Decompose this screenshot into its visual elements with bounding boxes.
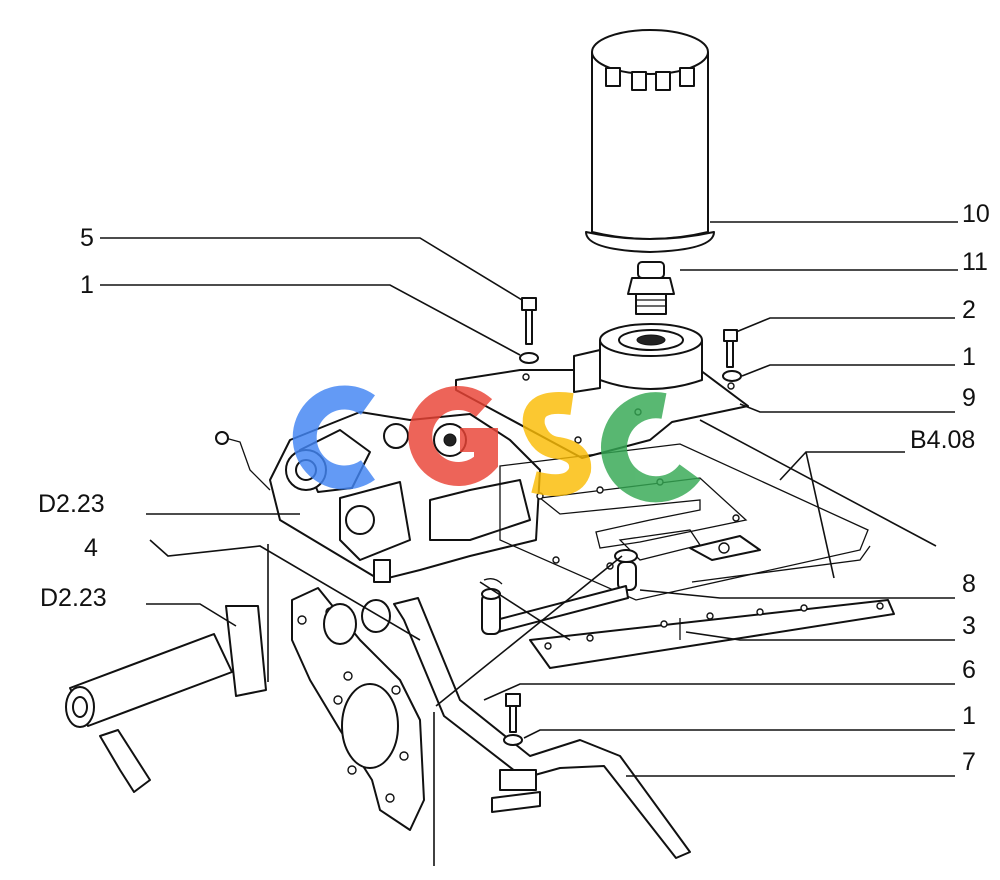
callout-11: 11 — [962, 248, 988, 276]
callout-1-lower: 1 — [962, 702, 976, 730]
flange-housing — [291, 587, 425, 831]
callout-d2-23-bottom: D2.23 — [40, 584, 107, 612]
rail-plate — [529, 599, 895, 669]
callout-4: 4 — [84, 534, 98, 562]
callout-1-right: 1 — [962, 343, 976, 371]
callout-2: 2 — [962, 296, 976, 324]
oil-filter-canister — [585, 29, 715, 253]
cgsc-watermark-logo — [292, 385, 701, 503]
threaded-nipple — [627, 261, 675, 315]
callout-6: 6 — [962, 656, 976, 684]
callout-10: 10 — [962, 200, 990, 228]
callout-d2-23-top: D2.23 — [38, 490, 105, 518]
callout-labels: 5 1 10 11 2 1 9 B4.08 D2.23 4 D2.23 8 3 … — [38, 200, 990, 776]
callout-8: 8 — [962, 570, 976, 598]
callout-5: 5 — [80, 224, 94, 252]
callout-9: 9 — [962, 384, 976, 412]
callout-7: 7 — [962, 748, 976, 776]
callout-1: 1 — [80, 271, 94, 299]
suction-pipe — [361, 597, 691, 859]
drive-shaft — [65, 605, 267, 793]
callout-b4-08: B4.08 — [910, 426, 975, 454]
callout-3: 3 — [962, 612, 976, 640]
oil-tube-8 — [481, 549, 638, 635]
screw-1c — [503, 693, 523, 746]
screw-2 — [722, 329, 742, 382]
leader-lines — [100, 221, 958, 866]
filter-head-plate — [455, 323, 749, 459]
gasket-plates — [499, 443, 871, 601]
screw-5 — [519, 297, 539, 364]
